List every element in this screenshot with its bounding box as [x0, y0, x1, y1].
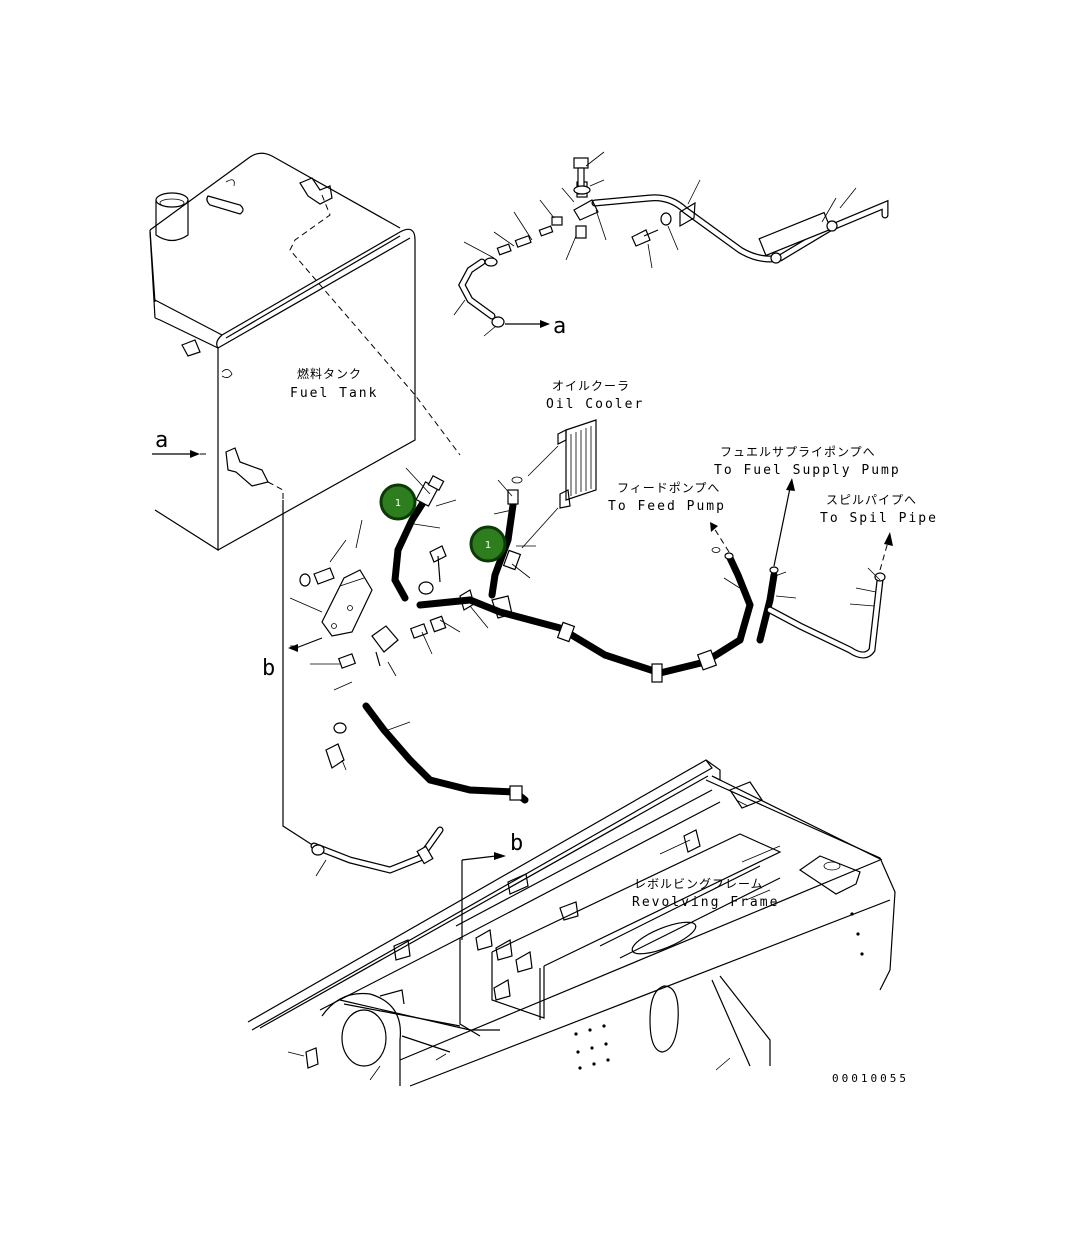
- bracket-assembly: b: [262, 500, 529, 877]
- fuel-supply-pump-label-en: To Fuel Supply Pump: [714, 463, 901, 478]
- reference-b-frame: b: [510, 831, 523, 856]
- callout-number: 1: [395, 498, 401, 509]
- feed-pump-label-jp: フィードポンプへ: [617, 481, 720, 495]
- callout-marker[interactable]: [469, 525, 507, 563]
- oil-cooler-label-jp: オイルクーラ: [552, 379, 630, 393]
- drawing-code: 00010055: [832, 1072, 909, 1085]
- revolving-frame-label-jp: レボルビングフレーム: [634, 877, 764, 891]
- revolving-frame-label-en: Revolving Frame: [632, 895, 779, 910]
- fuel-tank: 燃料タンク Fuel Tank: [149, 152, 461, 552]
- oil-cooler: オイルクーラ Oil Cooler: [511, 379, 644, 549]
- spill-pipe-label-jp: スピルパイプへ: [826, 493, 917, 507]
- callout-number: 1: [485, 540, 491, 551]
- spill-pipe-label-en: To Spil Pipe: [820, 511, 938, 526]
- reference-b-left: b: [262, 656, 275, 681]
- revolving-frame: b レボルビングフレーム Revolving Frame: [247, 759, 896, 1087]
- reference-a-top: a: [553, 314, 566, 339]
- oil-cooler-label-en: Oil Cooler: [546, 397, 644, 412]
- fuel-hoses: [391, 467, 893, 683]
- callout-1-right[interactable]: 1: [469, 525, 507, 563]
- return-pipe-assembly: a: [453, 151, 889, 339]
- callout-1-left[interactable]: 1: [379, 483, 417, 521]
- fuel-tank-label-en: Fuel Tank: [290, 386, 378, 401]
- callout-marker[interactable]: [379, 483, 417, 521]
- fuel-tank-label-jp: 燃料タンク: [297, 366, 362, 381]
- fuel-supply-pump-label-jp: フュエルサプライポンプへ: [720, 445, 876, 459]
- feed-pump-label-en: To Feed Pump: [608, 499, 726, 514]
- reference-a-left: a: [152, 428, 210, 458]
- reference-a-left-label: a: [155, 428, 168, 453]
